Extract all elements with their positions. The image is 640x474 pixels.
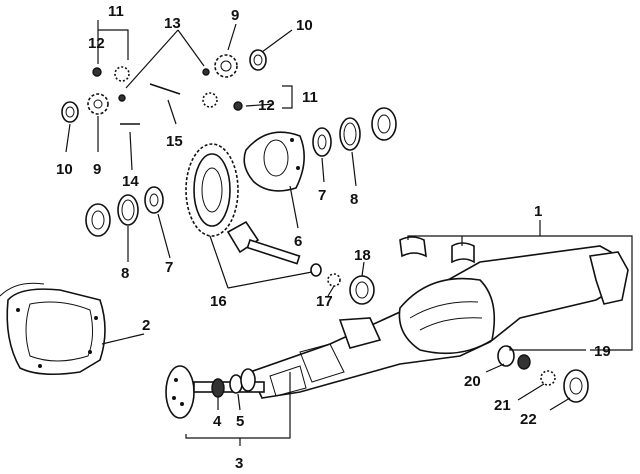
axle-shaft-part [165, 365, 265, 419]
callout-5: 5 [236, 413, 244, 430]
differential-gear-parts [61, 49, 267, 123]
callout-9-top: 9 [231, 7, 239, 24]
callout-18: 18 [354, 247, 371, 264]
callout-20: 20 [464, 373, 481, 390]
axle-housing-part [248, 236, 629, 399]
differential-cover-part [0, 282, 106, 376]
callout-2: 2 [142, 317, 150, 334]
callout-9-left: 9 [93, 161, 101, 178]
callout-17: 17 [316, 293, 333, 310]
callout-7-left: 7 [165, 259, 173, 276]
pinion-gear-part [226, 220, 301, 265]
callout-8-right: 8 [350, 191, 358, 208]
callout-22: 22 [520, 411, 537, 428]
callout-4: 4 [213, 413, 222, 430]
callout-19: 19 [594, 343, 611, 360]
differential-case-part [243, 131, 305, 192]
callout-13: 13 [164, 15, 181, 32]
callout-16: 16 [210, 293, 227, 310]
callout-10-left: 10 [56, 161, 73, 178]
callout-8-left: 8 [121, 265, 129, 282]
callout-12-right: 12 [258, 97, 275, 114]
callout-11-right: 11 [302, 89, 318, 106]
callout-11-top: 11 [108, 3, 124, 20]
callout-7-right: 7 [318, 187, 326, 204]
callout-6: 6 [294, 233, 302, 250]
callout-21: 21 [494, 397, 511, 414]
bearing-parts [85, 107, 397, 237]
callout-labels: 11 12 13 9 10 11 12 10 9 15 14 7 8 6 8 7… [56, 3, 611, 472]
callout-10-top: 10 [296, 17, 313, 34]
callout-15: 15 [166, 133, 183, 150]
callout-12-top: 12 [88, 35, 105, 52]
callout-3: 3 [235, 455, 243, 472]
callout-1: 1 [534, 203, 542, 220]
pin-parts [118, 68, 210, 125]
axle-bearing-seal-parts [310, 263, 589, 403]
ring-gear-part [185, 143, 239, 237]
callout-14: 14 [122, 173, 139, 190]
leader-lines [65, 20, 633, 446]
